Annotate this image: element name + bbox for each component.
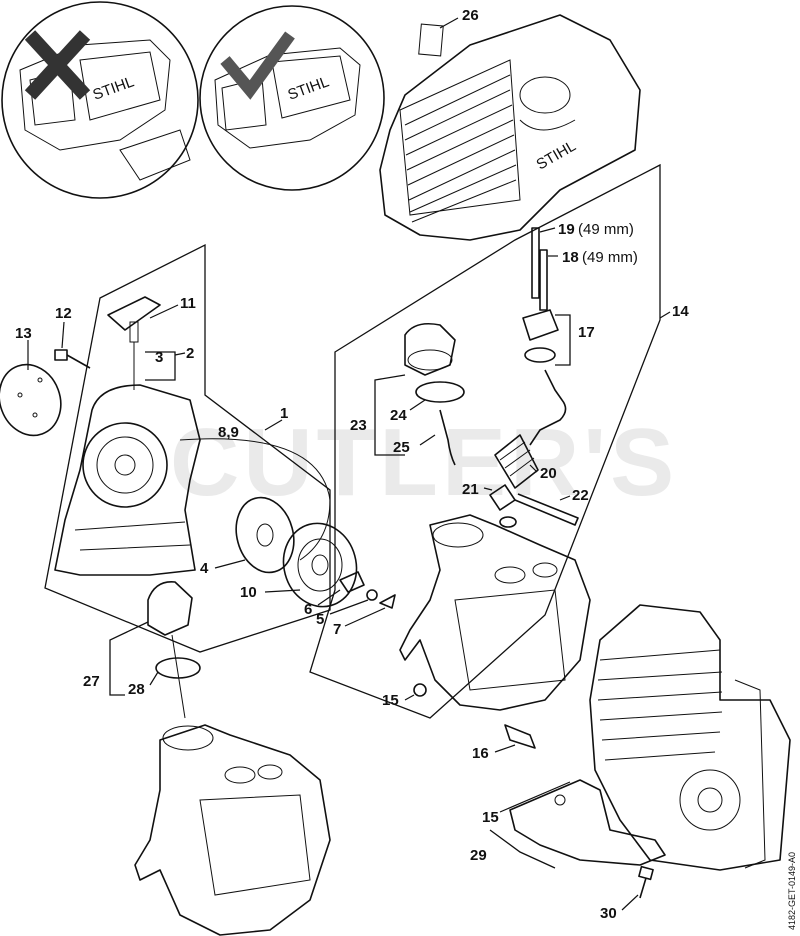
- callout-19-size: (49 mm): [578, 221, 634, 238]
- callout-30: 30: [600, 905, 617, 922]
- group-29-bracket: [489, 829, 556, 869]
- part-28-gasket: [155, 657, 201, 679]
- callout-17: 17: [578, 324, 595, 341]
- callout-4: 4: [200, 560, 209, 577]
- part-22-rod: [514, 493, 579, 526]
- callout-2: 2: [186, 345, 194, 362]
- lower-fuel-tank: [134, 724, 331, 936]
- callout-13: 13: [15, 325, 32, 342]
- callout-28: 28: [128, 681, 145, 698]
- part-23-fuel-cap: [404, 322, 456, 376]
- inset-wrong-orientation: STIHL: [1, 1, 199, 199]
- group-14-outline: [309, 163, 661, 719]
- callout-26: 26: [462, 7, 479, 24]
- callout-11: 11: [180, 295, 196, 312]
- callout-18-size: (49 mm): [582, 249, 638, 266]
- callout-21: 21: [462, 481, 479, 498]
- part-10-rope-rotor: [282, 522, 358, 608]
- part-19-hose: [531, 227, 540, 299]
- part-15-grommet: [413, 683, 427, 697]
- part-7-spring-clip: [379, 594, 396, 609]
- callout-22: 22: [572, 487, 589, 504]
- callout-7: 7: [333, 621, 341, 638]
- callout-5: 5: [316, 611, 324, 628]
- part-12-screw: [54, 349, 91, 369]
- inset-brand-1: STIHL: [91, 73, 137, 104]
- callout-19: 19: [558, 221, 575, 238]
- engine: [589, 604, 791, 871]
- part-5-washer: [366, 589, 378, 601]
- callout-16: 16: [472, 745, 489, 762]
- callout-25: 25: [393, 439, 410, 456]
- callout-20: 20: [540, 465, 557, 482]
- callout-24: 24: [390, 407, 407, 424]
- drawing-code: 4182-GET-0149-A0: [787, 852, 797, 930]
- part-16-anti-vibration-stud: [504, 724, 536, 749]
- watermark: CUTLER'S: [170, 409, 678, 516]
- part-24-gasket: [415, 381, 465, 403]
- part-6-pawl: [339, 571, 365, 593]
- part-13-cover-plate: [0, 363, 62, 437]
- group-17-bracket: [555, 314, 571, 366]
- callout-15: 15: [382, 692, 399, 709]
- correct-check-icon: [220, 31, 295, 100]
- part-8-9-starter-rope: [179, 438, 331, 561]
- callout-14: 14: [672, 303, 689, 320]
- part-20-fuel-filter: [494, 434, 539, 489]
- part-4-rewind-spring: [235, 496, 295, 574]
- callout-3: 3: [155, 349, 163, 366]
- group-2-bracket: [145, 351, 176, 381]
- part-29-deflector: [509, 779, 666, 866]
- callout-18: 18: [562, 249, 579, 266]
- callout-1: 1: [280, 405, 288, 422]
- part-18-hose: [539, 249, 548, 311]
- part-30-screw: [638, 865, 654, 899]
- fuel-tank: [399, 514, 591, 711]
- callout-29: 29: [470, 847, 487, 864]
- part-1-starter-housing: [54, 384, 201, 576]
- part-25-retainer: [439, 409, 456, 466]
- callout-6: 6: [304, 601, 312, 618]
- part-17-grommet: [522, 309, 559, 363]
- callout-27: 27: [83, 673, 100, 690]
- callout-10: 10: [240, 584, 257, 601]
- callout-15b: 15: [482, 809, 499, 826]
- inset-correct-orientation: STIHL: [199, 5, 385, 191]
- group-23-bracket: [374, 374, 406, 456]
- inset-brand-2: STIHL: [286, 73, 332, 104]
- group-27-bracket: [109, 621, 149, 696]
- shroud-brand: STIHL: [534, 137, 579, 173]
- wrong-x-icon: [24, 30, 91, 100]
- callout-23: 23: [350, 417, 367, 434]
- part-11-starter-grip: [107, 296, 161, 390]
- callout-12: 12: [55, 305, 72, 322]
- callout-8-9: 8,9: [218, 424, 239, 441]
- part-26-shroud: STIHL: [379, 14, 641, 241]
- fuel-line: [529, 369, 567, 446]
- group-1-outline: [44, 243, 331, 653]
- part-27-fuel-cap: [147, 581, 193, 719]
